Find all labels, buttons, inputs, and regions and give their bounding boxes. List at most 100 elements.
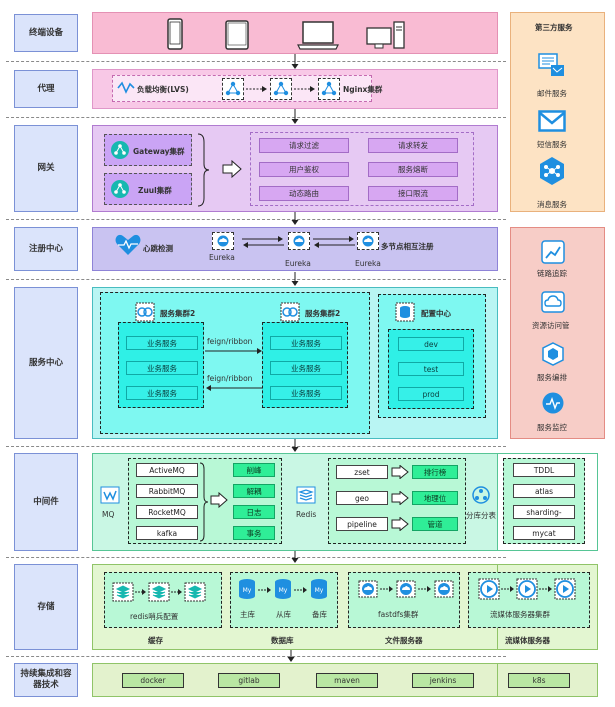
ops-item: 资源访问管 [532, 321, 570, 330]
cache-caption: 缓存 [148, 636, 163, 645]
feature-box: 服务熔断 [368, 162, 458, 177]
cloud-icon [396, 580, 416, 598]
biz-service: 业务服务 [126, 336, 198, 350]
cluster-label: 服务集群2 [160, 309, 196, 318]
flow-arrow [291, 54, 299, 69]
env-box: dev [398, 337, 464, 351]
zuul-cluster-label: Zuul集群 [138, 186, 172, 195]
db-node-label: 从库 [276, 610, 291, 619]
flow-arrow [294, 86, 315, 92]
biz-service: 业务服务 [270, 361, 342, 375]
biz-service: 业务服务 [270, 386, 342, 400]
flow-arrow [501, 586, 514, 592]
phone-icon [167, 18, 183, 50]
mail-service-icon [538, 53, 564, 76]
db-node-label: 备库 [312, 610, 327, 619]
layer-label-service: 服务中心 [14, 287, 78, 439]
nginx-label: Nginx集群 [343, 85, 383, 94]
flow-arrow [539, 586, 552, 592]
divider [6, 61, 506, 62]
eureka-label: Eureka [209, 253, 235, 262]
db-icon [184, 582, 206, 602]
stream-label: 流媒体服务器集群 [490, 610, 550, 619]
flow-arrow [391, 465, 409, 479]
mq-label: MQ [102, 510, 115, 519]
env-box: test [398, 362, 464, 376]
cluster-icon [135, 302, 155, 322]
mq-item: RocketMQ [136, 505, 198, 519]
layer-label-ci: 持续集成和容器技术 [14, 663, 78, 697]
flow-arrow [206, 385, 263, 391]
flow-arrow [258, 587, 271, 593]
sync-arrows [313, 236, 355, 248]
sharding-icon [472, 486, 490, 504]
heart-icon [115, 234, 141, 255]
gateway-features [250, 132, 474, 206]
redis-op: zset [336, 465, 388, 479]
layer-label-storage: 存储 [14, 564, 78, 650]
mq-feature: 日志 [233, 505, 275, 519]
flow-arrow [171, 589, 182, 595]
media-caption: 流媒体服务器 [505, 636, 550, 645]
feign-label: feign/ribbon [207, 337, 253, 346]
flow-arrow [391, 517, 409, 531]
sync-arrows [242, 236, 284, 248]
ci-tool: maven [316, 673, 378, 688]
feature-box: 请求转发 [368, 138, 458, 153]
flow-arrow [291, 272, 299, 286]
flow-arrow [205, 348, 262, 354]
redis-use: 管道 [412, 517, 458, 531]
third-party-title: 第三方服务 [535, 23, 573, 32]
third-party-item: 邮件服务 [537, 89, 567, 98]
flow-arrow [291, 212, 299, 225]
heartbeat-label: 心跳检测 [143, 244, 173, 253]
flow-arrow [246, 86, 267, 92]
feature-box: 接口限流 [368, 186, 458, 201]
third-party-item: 短信服务 [537, 140, 567, 149]
mysql-icon: My [275, 579, 291, 599]
mail-icon [538, 110, 566, 132]
mq-item: kafka [136, 526, 198, 540]
redis-use: 排行榜 [412, 465, 458, 479]
mq-feature: 解耦 [233, 484, 275, 498]
chart-icon [541, 240, 565, 264]
tablet-icon [225, 20, 249, 50]
flow-arrow [418, 586, 431, 592]
flow-arrow [291, 439, 299, 452]
ops-item: 链路追踪 [537, 269, 567, 278]
lvs-label: 负载均衡(LVS) [137, 85, 189, 94]
layer-label-gateway: 网关 [14, 125, 78, 212]
mq-feature: 事务 [233, 526, 275, 540]
mq-feature: 削峰 [233, 463, 275, 477]
svg-text:My: My [279, 587, 288, 594]
layer-label-middleware: 中间件 [14, 453, 78, 551]
flow-arrow [210, 492, 228, 508]
divider [6, 446, 506, 447]
flow-arrow [222, 160, 242, 178]
nodes-icon [111, 180, 129, 198]
play-icon [516, 578, 538, 600]
redis-op: pipeline [336, 517, 388, 531]
redis-use: 地理位 [412, 491, 458, 505]
lvs-icon [117, 81, 135, 94]
redis-config-label: redis哨兵配置 [130, 612, 179, 621]
mysql-icon: My [239, 579, 255, 599]
cloud-icon [434, 580, 454, 598]
message-icon [540, 157, 564, 185]
ci-tool: jenkins [412, 673, 474, 688]
db-node-label: 主库 [240, 610, 255, 619]
db-icon [148, 582, 170, 602]
env-box: prod [398, 387, 464, 401]
terminal-row [92, 12, 498, 54]
cloud-icon [217, 235, 229, 247]
flow-arrow [294, 587, 307, 593]
config-label: 配置中心 [421, 309, 451, 318]
mq-item: RabbitMQ [136, 484, 198, 498]
biz-service: 业务服务 [126, 361, 198, 375]
biz-service: 业务服务 [126, 386, 198, 400]
cloud-icon [541, 291, 565, 313]
redis-icon [296, 486, 316, 504]
cluster-icon [280, 302, 300, 322]
shard-item: mycat [513, 526, 575, 540]
bracket [197, 133, 210, 207]
